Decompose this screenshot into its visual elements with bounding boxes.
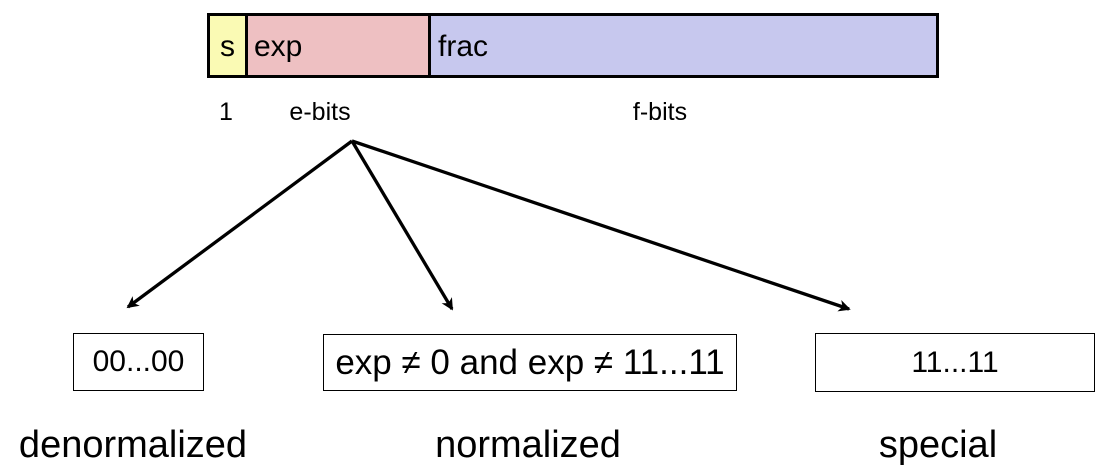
category-label-normalized: normalized xyxy=(435,424,621,466)
bitfield-bar: s exp frac xyxy=(207,13,939,78)
exponent-width-label: e-bits xyxy=(289,98,351,126)
arrow-to-denormalized xyxy=(126,139,353,309)
condition-box-denormalized: 00...00 xyxy=(73,333,204,391)
fraction-width-label: f-bits xyxy=(632,98,688,126)
category-label-special: special xyxy=(878,424,998,466)
arrow-to-special xyxy=(351,139,851,312)
bitfield-cell-fraction: frac xyxy=(431,16,936,75)
fraction-field-label: frac xyxy=(438,30,489,63)
exponent-field-label: exp xyxy=(254,30,303,63)
condition-text-denormalized: 00...00 xyxy=(92,345,185,378)
condition-text-normalized: exp ≠ 0 and exp ≠ 11...11 xyxy=(335,343,725,382)
condition-text-special: 11...11 xyxy=(911,345,999,379)
bitfield-cell-exponent: exp xyxy=(248,16,431,75)
sign-field-label: s xyxy=(220,30,235,63)
sign-width-label: 1 xyxy=(219,98,233,126)
arrow-to-normalized xyxy=(350,140,454,311)
condition-box-normalized: exp ≠ 0 and exp ≠ 11...11 xyxy=(323,334,737,391)
category-label-denormalized: denormalized xyxy=(18,424,248,466)
condition-box-special: 11...11 xyxy=(815,333,1095,392)
bitfield-cell-sign: s xyxy=(210,16,248,75)
